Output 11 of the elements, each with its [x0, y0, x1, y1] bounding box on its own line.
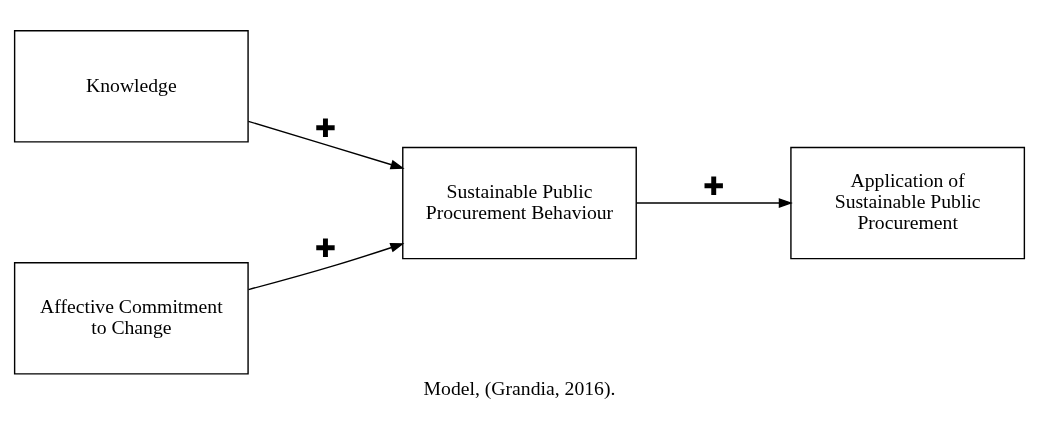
node-box: Application of Sustainable Public Procurement [789, 146, 1025, 260]
caption: Model, (Grandia, 2016). [423, 377, 615, 400]
arrow [247, 120, 405, 170]
node-box: Knowledge [13, 30, 249, 143]
arrow [635, 198, 793, 208]
node-box: Sustainable Public Procurement Behaviour [401, 146, 637, 260]
edge-label: ✚ [314, 234, 336, 264]
arrow [247, 243, 404, 291]
node-box: Affective Commitment to Change [13, 262, 249, 375]
edge-label: ✚ [702, 172, 724, 202]
edge-label: ✚ [314, 114, 336, 144]
